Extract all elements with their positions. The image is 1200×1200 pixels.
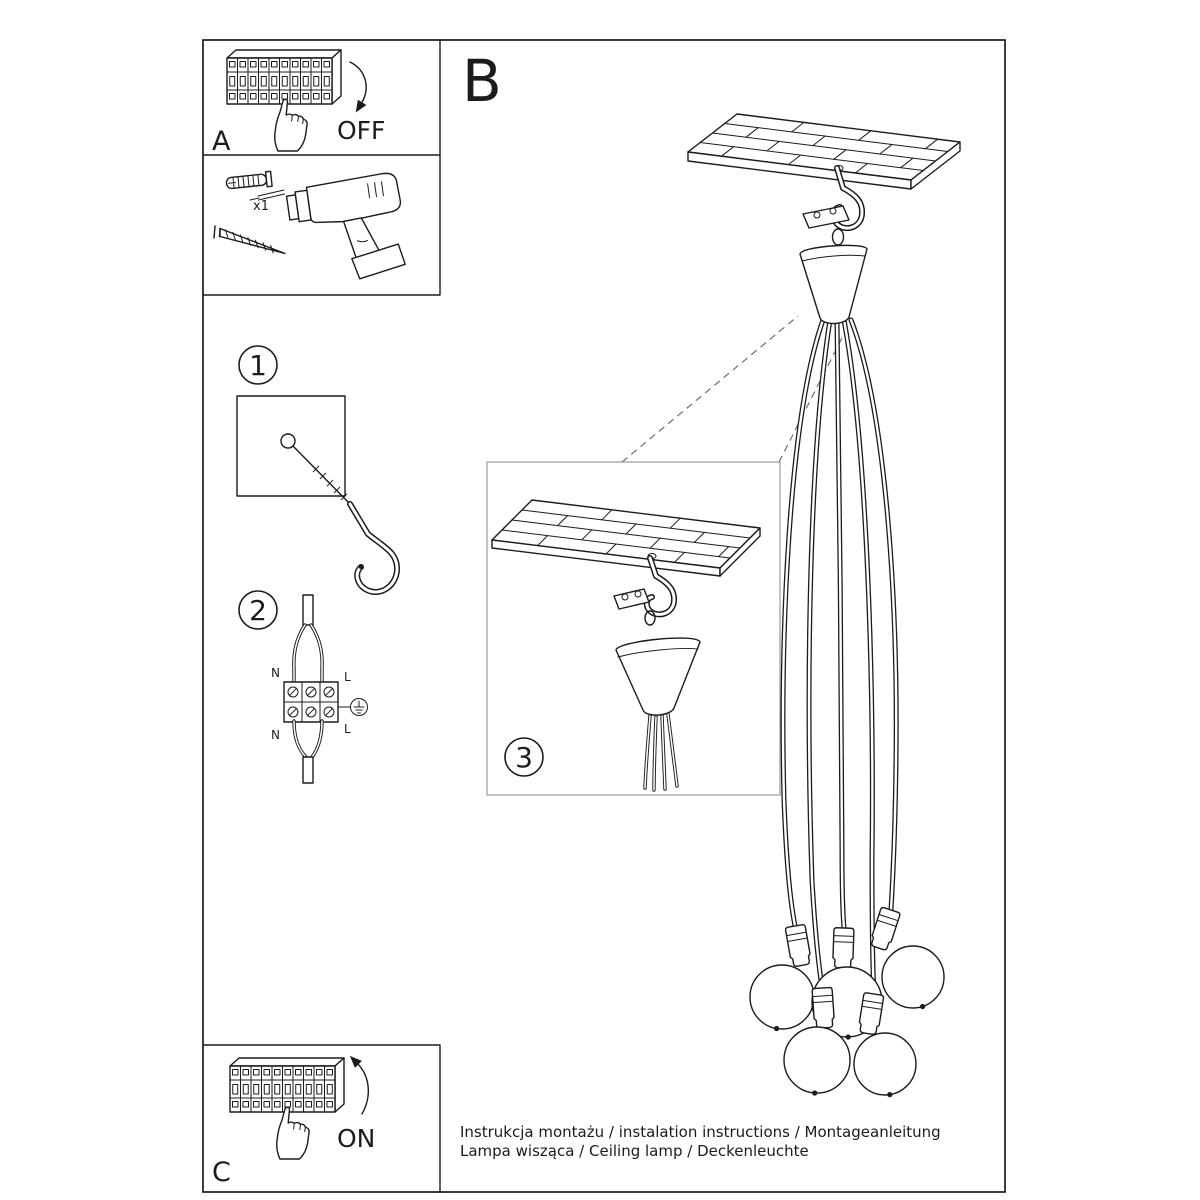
line-top-label: L	[344, 670, 351, 684]
neutral-top-label: N	[271, 666, 280, 680]
drill-icon	[285, 172, 406, 280]
circuit-breaker-row-icon	[226, 49, 342, 105]
anchor-quantity-label: x1	[253, 199, 269, 214]
off-label: OFF	[337, 116, 385, 145]
section-a: OFF A	[212, 49, 385, 157]
cable-lock-bracket	[802, 205, 850, 246]
socket-icon	[831, 926, 855, 970]
curved-arrow-up-icon	[349, 1055, 369, 1115]
step-3: 3	[486, 315, 847, 796]
step-2-number: 2	[249, 594, 267, 627]
tools-illustration: x1	[213, 170, 406, 280]
screw-icon	[213, 225, 286, 255]
on-label: ON	[337, 1124, 375, 1153]
ceiling-hook-icon	[350, 504, 397, 592]
drill-bit-icon	[249, 189, 285, 201]
terminal-block-icon	[283, 681, 339, 723]
cable-lock-bracket	[613, 588, 656, 626]
wall-anchor-icon	[225, 170, 273, 190]
cable-out-bottom	[292, 719, 324, 784]
step-1-badge: 1	[238, 345, 278, 385]
neutral-bottom-label: N	[271, 728, 280, 742]
mounting-square	[236, 395, 346, 497]
step-1-number: 1	[249, 349, 267, 382]
section-c-label: C	[212, 1157, 231, 1188]
canopy-icon	[615, 637, 701, 716]
power-cable-icon	[292, 594, 324, 685]
step-2-badge: 2	[238, 590, 278, 630]
step-1: 1	[236, 345, 397, 592]
section-dividers	[202, 39, 441, 1193]
step-3-badge: 3	[504, 737, 544, 777]
footer-line-1: Instrukcja montażu / instalation instruc…	[460, 1123, 941, 1141]
bulb-icon	[783, 1026, 851, 1096]
step-3-number: 3	[515, 741, 533, 774]
anchor-ribs	[312, 465, 348, 501]
callout-line-2	[778, 329, 847, 463]
page-frame	[202, 39, 1006, 1193]
line-bottom-label: L	[344, 722, 351, 736]
footer-line-2: Lampa wisząca / Ceiling lamp / Deckenleu…	[460, 1142, 809, 1160]
ceiling-panel-icon	[687, 113, 961, 190]
canopy-icon	[799, 244, 868, 325]
ceiling-panel-icon	[491, 499, 761, 577]
section-a-label: A	[212, 126, 231, 157]
section-b: B	[462, 47, 961, 1098]
bulb-cluster	[749, 906, 945, 1098]
bulb-icon	[881, 945, 945, 1010]
bulb-icon	[853, 1032, 917, 1098]
footer: Instrukcja montażu / instalation instruc…	[460, 1123, 941, 1160]
curved-arrow-down-icon	[349, 61, 367, 113]
earth-ground-icon	[337, 698, 368, 716]
circuit-breaker-row-icon	[229, 1057, 345, 1113]
step-2: 2 N L N L	[238, 590, 368, 784]
callout-line-1	[621, 315, 799, 463]
section-b-label: B	[462, 47, 502, 115]
mounting-hole-icon	[280, 433, 296, 449]
section-c: ON C	[212, 1055, 375, 1188]
